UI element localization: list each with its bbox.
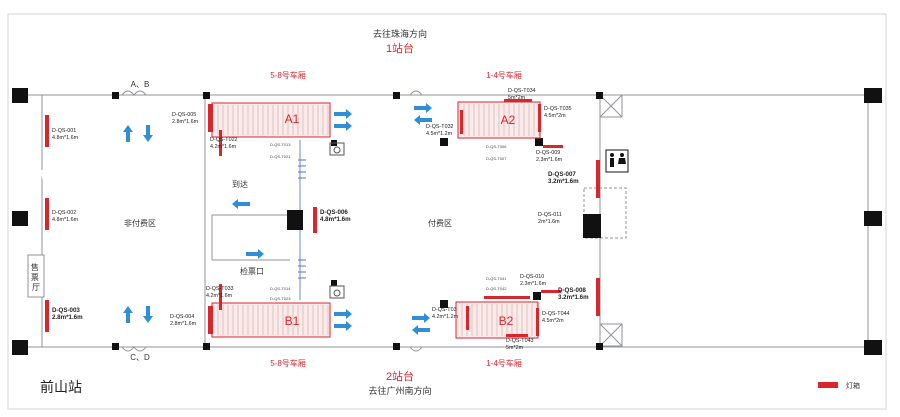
door-label-bottom-left: 5-8号车厢 (270, 358, 306, 368)
paid-area-label: 付费区 (428, 218, 452, 228)
arrow-down-icon (143, 125, 153, 142)
wheelchair-icon (329, 285, 345, 299)
door-label-top-right: 1-4号车厢 (486, 70, 522, 80)
ticket-office-box (27, 254, 45, 298)
sign-bar-007 (596, 160, 600, 198)
sign-bar-002 (45, 198, 49, 230)
ticket-office-label: 售 票 厅 (31, 262, 41, 292)
exit-label: 到达 (232, 179, 248, 189)
station-name: 前山站 (40, 379, 82, 395)
arrow-up-icon (123, 125, 133, 142)
small-sign-label: D-QS-T014 (270, 286, 291, 291)
small-sign-label: D-QS-T013 (270, 142, 291, 147)
sign-bar-008 (596, 278, 600, 316)
sign-bar-004 (208, 306, 213, 334)
sign-bar-t034 (504, 99, 532, 102)
structural-columns (12, 88, 882, 355)
top-direction: 去往珠海方向 (373, 28, 427, 39)
stair-b2-label: B2 (499, 314, 514, 328)
arrow-right-icon (334, 121, 352, 131)
small-sign-label: D-QS-T042 (486, 286, 507, 291)
sign-bar-t041 (541, 290, 561, 293)
arrow-right-icon (334, 309, 352, 319)
ticket-gates (298, 159, 306, 279)
top-platform: 1站台 (386, 41, 414, 55)
stair-a1 (211, 102, 331, 138)
stair-treads (217, 104, 540, 336)
arrow-left-icon (232, 199, 250, 209)
sign-bar-009 (543, 145, 563, 148)
arrow-right-icon (246, 249, 264, 259)
ticket-gate-label: 检票口 (240, 266, 264, 276)
small-sign-label: D-QS-T041 (486, 276, 507, 281)
arrow-right-icon (414, 103, 432, 113)
arrow-right-icon (412, 313, 430, 323)
sign-bar-005 (208, 104, 213, 132)
flow-arrows (123, 103, 432, 335)
entrance-top-label: A、B (131, 80, 150, 89)
small-sign-label: D-QS-T023 (270, 296, 291, 301)
arrow-down-icon (143, 306, 153, 323)
small-sign-label: D-QS-T006 (486, 144, 507, 149)
arrow-left-icon (412, 325, 430, 335)
outer-frame (7, 13, 887, 410)
stair-b1-label: B1 (285, 314, 300, 328)
light-box-signs (45, 99, 838, 388)
sign-bar-t03 (466, 306, 469, 330)
toilet-icon (605, 149, 629, 173)
arrow-right-icon (334, 321, 352, 331)
entrance-bottom-label: C、D (130, 353, 150, 362)
sign-bar-t033 (219, 284, 222, 310)
sign-bar-001 (45, 115, 49, 147)
stair-a1-label: A1 (285, 112, 300, 126)
sign-bar-t032 (460, 110, 463, 134)
arrow-right-icon (334, 109, 352, 119)
arrow-up-icon (123, 306, 133, 323)
wheelchair-icon (329, 142, 345, 156)
stair-a2-label: A2 (501, 113, 516, 127)
entrance-doors (121, 90, 423, 352)
unpaid-area-label: 非付费区 (124, 218, 156, 228)
bottom-direction: 去往广州南方向 (368, 385, 431, 396)
door-label-top-left: 5-8号车厢 (270, 70, 306, 80)
door-label-bottom-right: 1-4号车厢 (486, 358, 522, 368)
sign-bar-010 (484, 296, 530, 299)
sign-bar-006 (313, 207, 317, 233)
arrow-left-icon (414, 115, 432, 125)
bottom-platform: 2站台 (386, 369, 414, 383)
sign-bar-t022 (219, 130, 222, 156)
sign-bar-t035 (538, 104, 541, 132)
sign-bar-t043 (506, 334, 528, 337)
legend-label: 灯箱 (846, 381, 860, 390)
stair-b1 (211, 302, 331, 338)
small-sign-label: D-QS-T007 (486, 156, 507, 161)
legend-swatch (818, 382, 838, 388)
sign-bar-t044 (536, 308, 539, 336)
sign-bar-003 (45, 300, 49, 332)
stairs (211, 101, 541, 339)
small-sign-label: D-QS-T021 (270, 154, 291, 159)
